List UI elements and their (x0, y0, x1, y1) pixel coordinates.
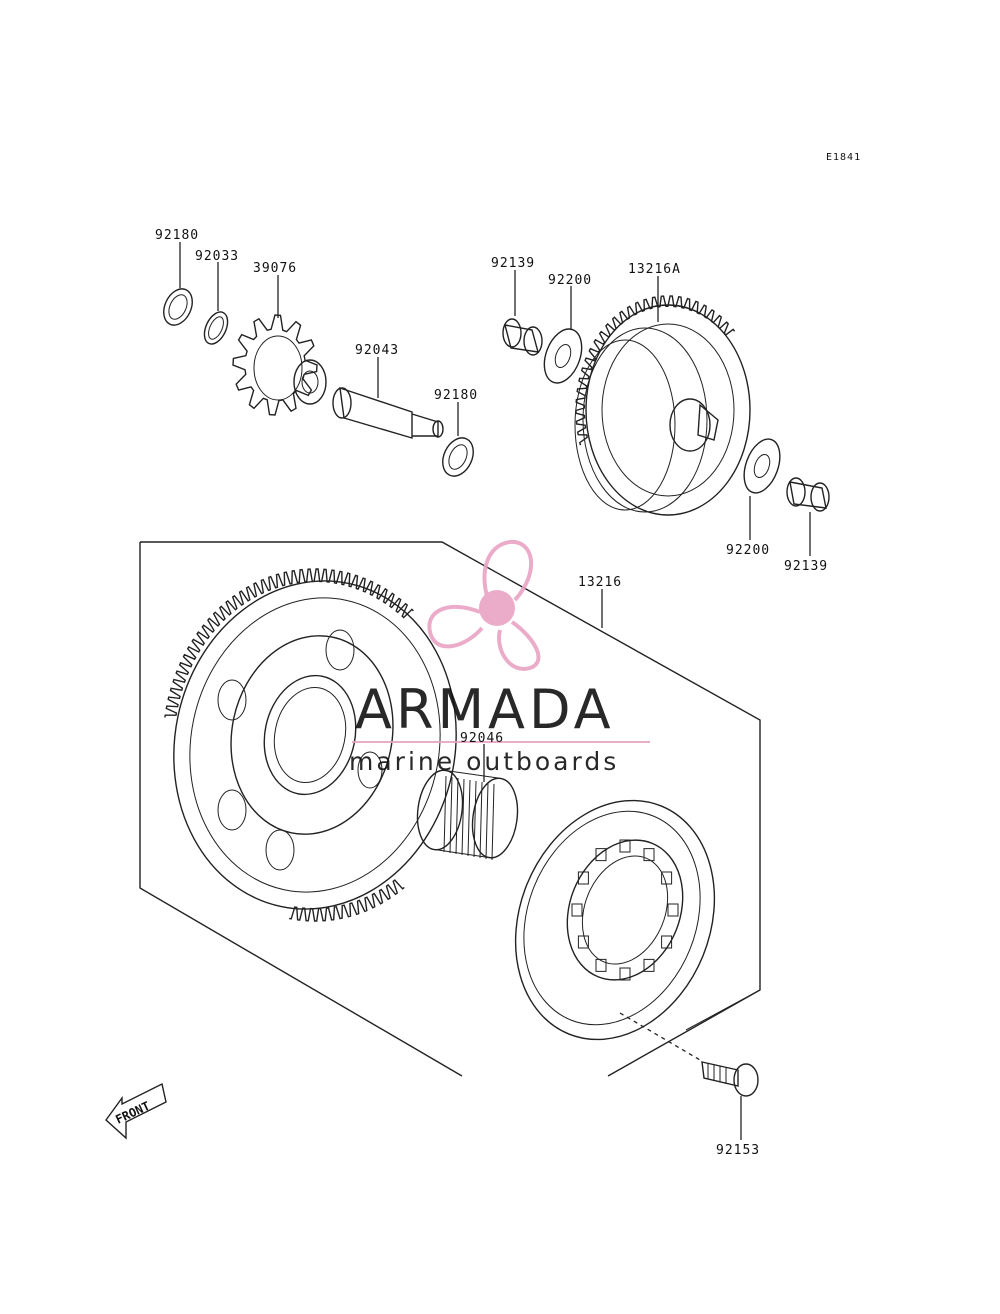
bolt-92153 (619, 1012, 759, 1097)
part-label: 92033 (195, 249, 239, 264)
bushing-92139-top (502, 318, 543, 356)
diagram-code: E1841 (826, 152, 861, 163)
part-label: 92046 (460, 731, 504, 746)
washer-92180-right (442, 437, 474, 477)
front-arrow: FRONT (105, 1082, 167, 1140)
part-label: 92043 (355, 343, 399, 358)
gear-39076 (232, 314, 327, 416)
washer-92180-left (163, 288, 193, 326)
part-label: 92200 (548, 273, 592, 288)
part-label: 92139 (784, 559, 828, 574)
circlip-92033 (203, 311, 229, 345)
washer-92200-top (543, 328, 583, 384)
part-label: 92180 (434, 388, 478, 403)
armada-watermark: ARMADA marine outboards (349, 539, 650, 776)
gear-13216A (574, 295, 751, 516)
part-label: 13216A (628, 262, 681, 277)
part-label: 92180 (155, 228, 199, 243)
assembly-box-outline (139, 541, 761, 1077)
part-label: 92153 (716, 1143, 760, 1158)
watermark-subtitle: marine outboards (349, 747, 619, 776)
part-label: 92139 (491, 256, 535, 271)
part-label: 92200 (726, 543, 770, 558)
bushing-92139-right (786, 477, 830, 512)
washer-92200-right (743, 438, 781, 494)
part-label: 39076 (253, 261, 297, 276)
assembly-box-edge (685, 989, 761, 1031)
watermark-title: ARMADA (355, 678, 615, 741)
propeller-logo-icon (427, 539, 541, 671)
shaft-92043 (332, 386, 444, 439)
one-way-clutch (514, 799, 716, 1041)
needle-bearing-92046 (416, 769, 519, 861)
gear-13216 (164, 568, 457, 922)
part-label: 13216 (578, 575, 622, 590)
